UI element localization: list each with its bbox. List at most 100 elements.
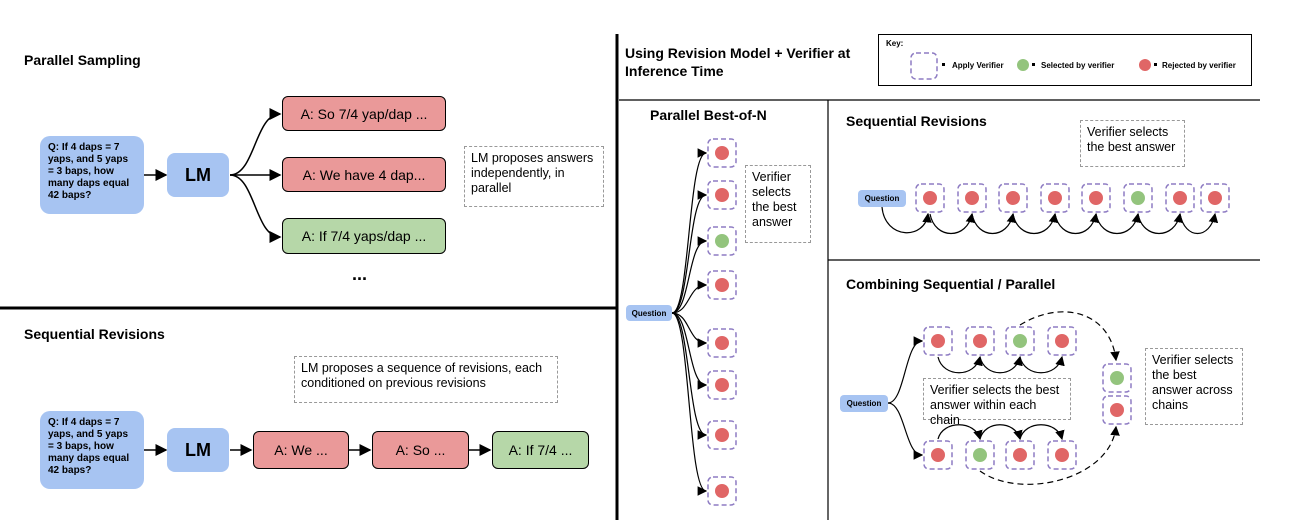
best-of-n-arrows (671, 148, 708, 496)
sequential-right-candidate (915, 183, 945, 213)
verifier-box-icon (707, 476, 737, 506)
parallel-lm-box: LM (167, 153, 229, 197)
verifier-box-icon (1123, 183, 1153, 213)
selected-dot-icon (1131, 191, 1145, 205)
combining-title: Combining Sequential / Parallel (846, 276, 1056, 292)
rejected-dot-icon (1089, 191, 1103, 205)
sequential-right-candidates (915, 183, 1230, 213)
verifier-box-icon (1040, 183, 1070, 213)
rejected-dot-icon (715, 278, 729, 292)
parallel-answer-2: A: We have 4 dap... (282, 157, 446, 192)
sequential-right-candidate (998, 183, 1028, 213)
verifier-box-icon (1005, 326, 1035, 356)
key-legend-box (878, 34, 1252, 86)
parallel-sampling-title: Parallel Sampling (24, 52, 141, 68)
rejected-dot-icon (1048, 191, 1062, 205)
verifier-box-icon (1005, 440, 1035, 470)
combining-bottom-candidate (965, 440, 995, 470)
sequential-right-candidate (1081, 183, 1111, 213)
selected-dot-icon (973, 448, 987, 462)
rejected-dot-icon (965, 191, 979, 205)
key-selected-dot-icon (1017, 59, 1029, 71)
combining-note-across: Verifier selects the best answer across … (1145, 348, 1243, 425)
rejected-dot-icon (1173, 191, 1187, 205)
sequential-right-candidate (957, 183, 987, 213)
sequential-left-answer-1: A: We ... (253, 431, 349, 469)
best-of-n-candidates (707, 138, 737, 506)
best-of-n-candidate (707, 476, 737, 506)
sequential-left-question-box: Q: If 4 daps = 7 yaps, and 5 yaps = 3 ba… (40, 411, 144, 489)
key-verifier-icon (910, 52, 938, 80)
sequential-right-candidate (1165, 183, 1195, 213)
verifier-box-icon (707, 270, 737, 300)
sequential-left-answer-3: A: If 7/4 ... (492, 431, 589, 469)
key-icons (910, 52, 1157, 80)
verifier-box-icon (707, 226, 737, 256)
verifier-box-icon (1102, 395, 1132, 425)
sequential-left-note: LM proposes a sequence of revisions, eac… (294, 356, 558, 403)
combining-top-candidate (1047, 326, 1077, 356)
combining-top-candidate (1005, 326, 1035, 356)
combining-bottom-candidate (1005, 440, 1035, 470)
best-of-n-candidate (707, 226, 737, 256)
rejected-dot-icon (715, 428, 729, 442)
parallel-ellipsis: ... (352, 264, 368, 284)
verifier-box-icon (707, 180, 737, 210)
rejected-dot-icon (1013, 448, 1027, 462)
parallel-note: LM proposes answers independently, in pa… (464, 146, 604, 207)
combining-arrows (887, 311, 1120, 485)
sequential-right-candidate (1040, 183, 1070, 213)
best-of-n-question: Question (626, 305, 672, 321)
verifier-box-icon (707, 328, 737, 358)
selected-dot-icon (1013, 334, 1027, 348)
selected-dot-icon (1110, 371, 1124, 385)
sequential-right-note: Verifier selects the best answer (1080, 120, 1185, 167)
rejected-dot-icon (715, 146, 729, 160)
rejected-dot-icon (715, 378, 729, 392)
selected-dot-icon (715, 234, 729, 248)
rejected-dot-icon (1055, 448, 1069, 462)
combining-bottom-candidate (923, 440, 953, 470)
best-of-n-candidate (707, 180, 737, 210)
right-header-title: Using Revision Model + Verifier at Infer… (625, 45, 851, 79)
best-of-n-candidate (707, 420, 737, 450)
rejected-dot-icon (715, 188, 729, 202)
rejected-dot-icon (715, 336, 729, 350)
rejected-dot-icon (1110, 403, 1124, 417)
verifier-box-icon (707, 420, 737, 450)
verifier-box-icon (1047, 440, 1077, 470)
rejected-dot-icon (923, 191, 937, 205)
parallel-sampling-arrows (144, 108, 282, 243)
sequential-right-title: Sequential Revisions (846, 113, 987, 129)
key-rejected-label: Rejected by verifier (1162, 61, 1236, 70)
verifier-box-icon (1102, 363, 1132, 393)
rejected-dot-icon (1208, 191, 1222, 205)
best-of-n-candidate (707, 138, 737, 168)
rejected-dot-icon (1006, 191, 1020, 205)
verifier-box-icon (707, 370, 737, 400)
key-rejected-dot-icon (1139, 59, 1151, 71)
verifier-box-icon (965, 440, 995, 470)
rejected-dot-icon (973, 334, 987, 348)
sequential-right-candidate (1200, 183, 1230, 213)
best-of-n-candidate (707, 270, 737, 300)
parallel-answer-1: A: So 7/4 yap/dap ... (282, 96, 446, 131)
verifier-box-icon (923, 326, 953, 356)
verifier-box-icon (923, 440, 953, 470)
combining-note-within: Verifier selects the best answer within … (923, 378, 1071, 427)
sequential-left-answer-2: A: So ... (372, 431, 469, 469)
verifier-box-icon (957, 183, 987, 213)
verifier-box-icon (1047, 326, 1077, 356)
sequential-right-candidate (1123, 183, 1153, 213)
sequential-left-title: Sequential Revisions (24, 326, 165, 342)
combining-top-candidate (965, 326, 995, 356)
verifier-box-icon (707, 138, 737, 168)
rejected-dot-icon (931, 334, 945, 348)
across-chain-candidate (1102, 395, 1132, 425)
parallel-question-box: Q: If 4 daps = 7 yaps, and 5 yaps = 3 ba… (40, 136, 144, 214)
best-of-n-candidate (707, 370, 737, 400)
sequential-left-lm-box: LM (167, 428, 229, 472)
sequential-right-arrows (881, 206, 1219, 235)
key-apply-label: Apply Verifier (952, 61, 1004, 70)
